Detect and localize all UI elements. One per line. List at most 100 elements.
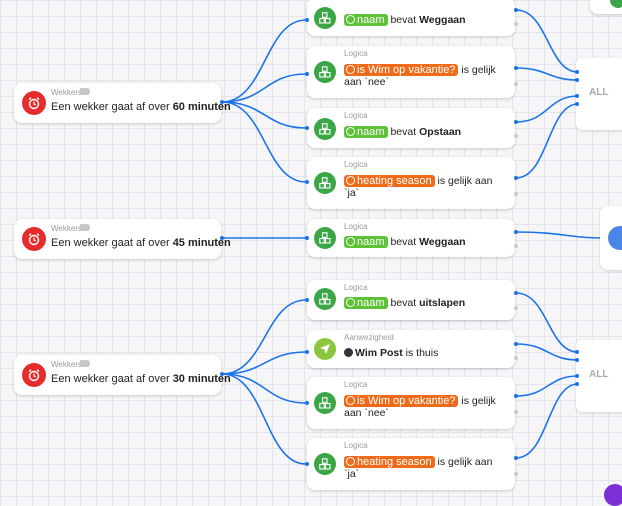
- trigger-card-60[interactable]: Wekkers Een wekker gaat af over 60 minut…: [14, 83, 231, 123]
- true-port[interactable]: [514, 66, 518, 70]
- logic-blocks-icon: [314, 453, 336, 475]
- false-port[interactable]: [514, 244, 518, 248]
- trigger-category: Wekkers: [51, 360, 82, 369]
- input-port[interactable]: [305, 350, 309, 354]
- false-port[interactable]: [514, 410, 518, 414]
- true-port[interactable]: [514, 120, 518, 124]
- offscreen-node-icon: [604, 484, 622, 506]
- timer-icon: [608, 226, 622, 250]
- junction-label: ALL: [589, 87, 609, 98]
- true-port[interactable]: [514, 8, 518, 12]
- input-port[interactable]: [305, 72, 309, 76]
- true-port[interactable]: [514, 176, 518, 180]
- condition-card-3[interactable]: Logica naam bevat Opstaan: [307, 108, 515, 148]
- false-port[interactable]: [514, 306, 518, 310]
- input-port[interactable]: [305, 298, 309, 302]
- tag-pill[interactable]: is Wim op vakantie?: [344, 395, 459, 407]
- offscreen-node-icon: [610, 0, 622, 8]
- logic-blocks-icon: [314, 7, 336, 29]
- logic-blocks-icon: [314, 392, 336, 414]
- true-port[interactable]: [514, 342, 518, 346]
- false-port[interactable]: [514, 192, 518, 196]
- junction-input-port[interactable]: [575, 102, 579, 106]
- output-port[interactable]: [220, 236, 224, 240]
- condition-card-7[interactable]: Aanwezigheid Wim Post is thuis: [307, 330, 515, 368]
- condition-card-9[interactable]: Logica heating season is gelijk aan `ja`: [307, 438, 515, 490]
- junction-input-port[interactable]: [575, 350, 579, 354]
- action-card-partial[interactable]: [600, 206, 622, 270]
- condition-text: naam bevat uitslapen: [344, 297, 510, 309]
- input-port[interactable]: [305, 180, 309, 184]
- condition-card-8[interactable]: Logica is Wim op vakantie? is gelijk aan…: [307, 377, 515, 429]
- trigger-card-45[interactable]: Wekkers Een wekker gaat af over 45 minut…: [14, 219, 231, 259]
- condition-category: Logica: [344, 222, 368, 231]
- input-port[interactable]: [305, 236, 309, 240]
- false-port[interactable]: [514, 356, 518, 360]
- input-port[interactable]: [305, 401, 309, 405]
- condition-category: Logica: [344, 160, 368, 169]
- false-port[interactable]: [514, 22, 518, 26]
- output-port[interactable]: [220, 100, 224, 104]
- junction-input-port[interactable]: [575, 94, 579, 98]
- tag-icon: [80, 88, 90, 95]
- condition-card-2[interactable]: Logica is Wim op vakantie? is gelijk aan…: [307, 46, 515, 98]
- false-port[interactable]: [514, 82, 518, 86]
- output-port[interactable]: [220, 372, 224, 376]
- condition-card-1[interactable]: naam bevat Weggaan: [307, 0, 515, 36]
- condition-text: naam bevat Opstaan: [344, 126, 510, 138]
- trigger-text: Een wekker gaat af over 30 minuten: [51, 373, 231, 385]
- condition-card-4[interactable]: Logica heating season is gelijk aan `ja`: [307, 157, 515, 209]
- condition-text: naam bevat Weggaan: [344, 14, 510, 26]
- junction-input-port[interactable]: [575, 382, 579, 386]
- input-port[interactable]: [305, 462, 309, 466]
- trigger-category: Wekkers: [51, 224, 82, 233]
- condition-text: heating season is gelijk aan `ja`: [344, 456, 493, 480]
- tag-pill[interactable]: naam: [344, 297, 388, 309]
- user-avatar-icon: [344, 348, 353, 357]
- condition-text: Wim Post is thuis: [344, 347, 510, 359]
- condition-text: is Wim op vakantie? is gelijk aan `nee`: [344, 395, 496, 419]
- condition-text: naam bevat Weggaan: [344, 236, 510, 248]
- logic-blocks-icon: [314, 227, 336, 249]
- condition-card-6[interactable]: Logica naam bevat uitslapen: [307, 280, 515, 320]
- condition-category: Logica: [344, 111, 368, 120]
- true-port[interactable]: [514, 230, 518, 234]
- tag-icon: [80, 224, 90, 231]
- condition-card-5[interactable]: Logica naam bevat Weggaan: [307, 219, 515, 257]
- logic-blocks-icon: [314, 288, 336, 310]
- tag-pill[interactable]: naam: [344, 14, 388, 26]
- tag-pill[interactable]: heating season: [344, 175, 435, 187]
- location-arrow-icon: [314, 338, 336, 360]
- true-port[interactable]: [514, 394, 518, 398]
- trigger-text: Een wekker gaat af over 60 minuten: [51, 101, 231, 113]
- junction-input-port[interactable]: [575, 78, 579, 82]
- tag-pill[interactable]: naam: [344, 236, 388, 248]
- input-port[interactable]: [305, 126, 309, 130]
- tag-pill[interactable]: is Wim op vakantie?: [344, 64, 459, 76]
- false-port[interactable]: [514, 472, 518, 476]
- condition-text: heating season is gelijk aan `ja`: [344, 175, 493, 199]
- trigger-category: Wekkers: [51, 88, 82, 97]
- all-junction-2[interactable]: ALL: [576, 340, 622, 412]
- trigger-text: Een wekker gaat af over 45 minuten: [51, 237, 231, 249]
- tag-pill[interactable]: heating season: [344, 456, 435, 468]
- all-junction-1[interactable]: ALL: [576, 58, 622, 130]
- condition-category: Logica: [344, 441, 368, 450]
- true-port[interactable]: [514, 291, 518, 295]
- condition-category: Logica: [344, 380, 368, 389]
- junction-input-port[interactable]: [575, 358, 579, 362]
- junction-label: ALL: [589, 369, 609, 380]
- condition-category: Aanwezigheid: [344, 333, 394, 342]
- tag-pill[interactable]: naam: [344, 126, 388, 138]
- true-port[interactable]: [514, 456, 518, 460]
- junction-input-port[interactable]: [575, 70, 579, 74]
- false-port[interactable]: [514, 134, 518, 138]
- trigger-card-30[interactable]: Wekkers Een wekker gaat af over 30 minut…: [14, 355, 231, 395]
- condition-category: Logica: [344, 49, 368, 58]
- junction-input-port[interactable]: [575, 374, 579, 378]
- logic-blocks-icon: [314, 172, 336, 194]
- input-port[interactable]: [305, 18, 309, 22]
- logic-blocks-icon: [314, 118, 336, 140]
- alarm-clock-icon: [22, 227, 46, 251]
- tag-icon: [80, 360, 90, 367]
